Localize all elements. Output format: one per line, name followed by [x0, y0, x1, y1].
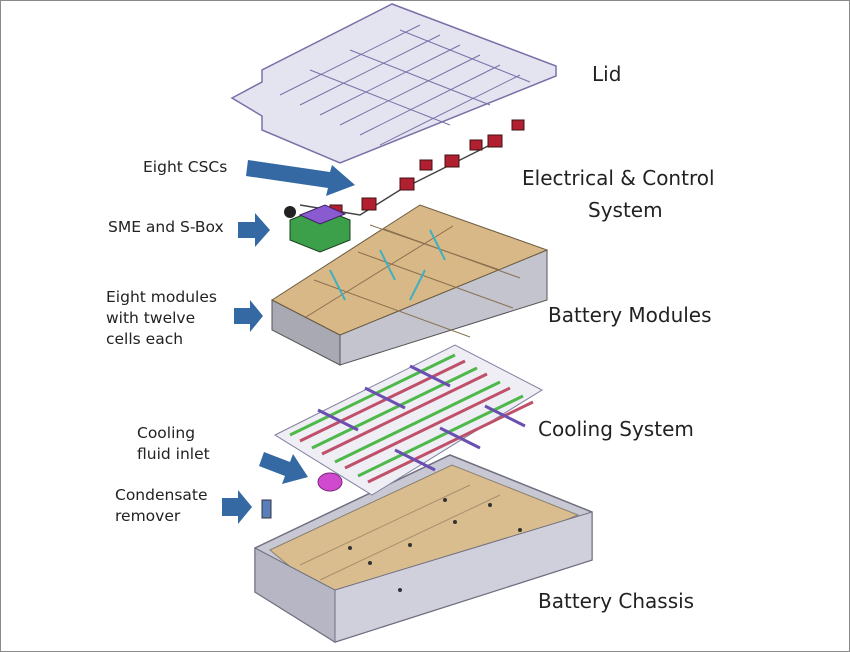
battery-chassis — [254, 454, 593, 643]
condensate-remover — [261, 499, 272, 519]
callout-condensate-remover: Condensate remover — [115, 485, 208, 527]
arrow-cscs — [246, 160, 355, 196]
arrow-modules — [234, 300, 263, 332]
battery-modules — [271, 204, 549, 366]
arrow-sme — [238, 213, 270, 247]
cooling-system — [273, 344, 544, 496]
lid — [230, 3, 557, 164]
label-electrical-line1: Electrical & Control — [522, 166, 715, 190]
electrical-control-system — [284, 119, 525, 253]
callout-line: Condensate — [115, 486, 208, 504]
sme-s-box — [284, 204, 351, 253]
cooling-inlet — [317, 472, 343, 492]
callout-eight-cscs: Eight CSCs — [143, 158, 228, 176]
callout-eight-modules: Eight modules with twelve cells each — [106, 287, 217, 350]
callout-line: fluid inlet — [137, 445, 210, 463]
label-battery-chassis: Battery Chassis — [538, 589, 695, 613]
label-cooling-system: Cooling System — [538, 417, 694, 441]
callout-cooling-inlet: Cooling fluid inlet — [137, 423, 210, 465]
callout-line: Eight modules — [106, 288, 217, 306]
callout-line: cells each — [106, 330, 184, 348]
arrow-inlet — [259, 452, 308, 484]
callout-sme-s-box: SME and S-Box — [108, 218, 224, 236]
arrow-condensate — [222, 490, 252, 524]
callout-line: Cooling — [137, 424, 196, 442]
label-battery-modules: Battery Modules — [548, 303, 712, 327]
label-electrical-line2: System — [588, 198, 663, 222]
label-lid: Lid — [592, 62, 622, 86]
callout-line: with twelve — [106, 309, 196, 327]
callout-arrows — [222, 160, 355, 524]
callout-line: remover — [115, 507, 181, 525]
